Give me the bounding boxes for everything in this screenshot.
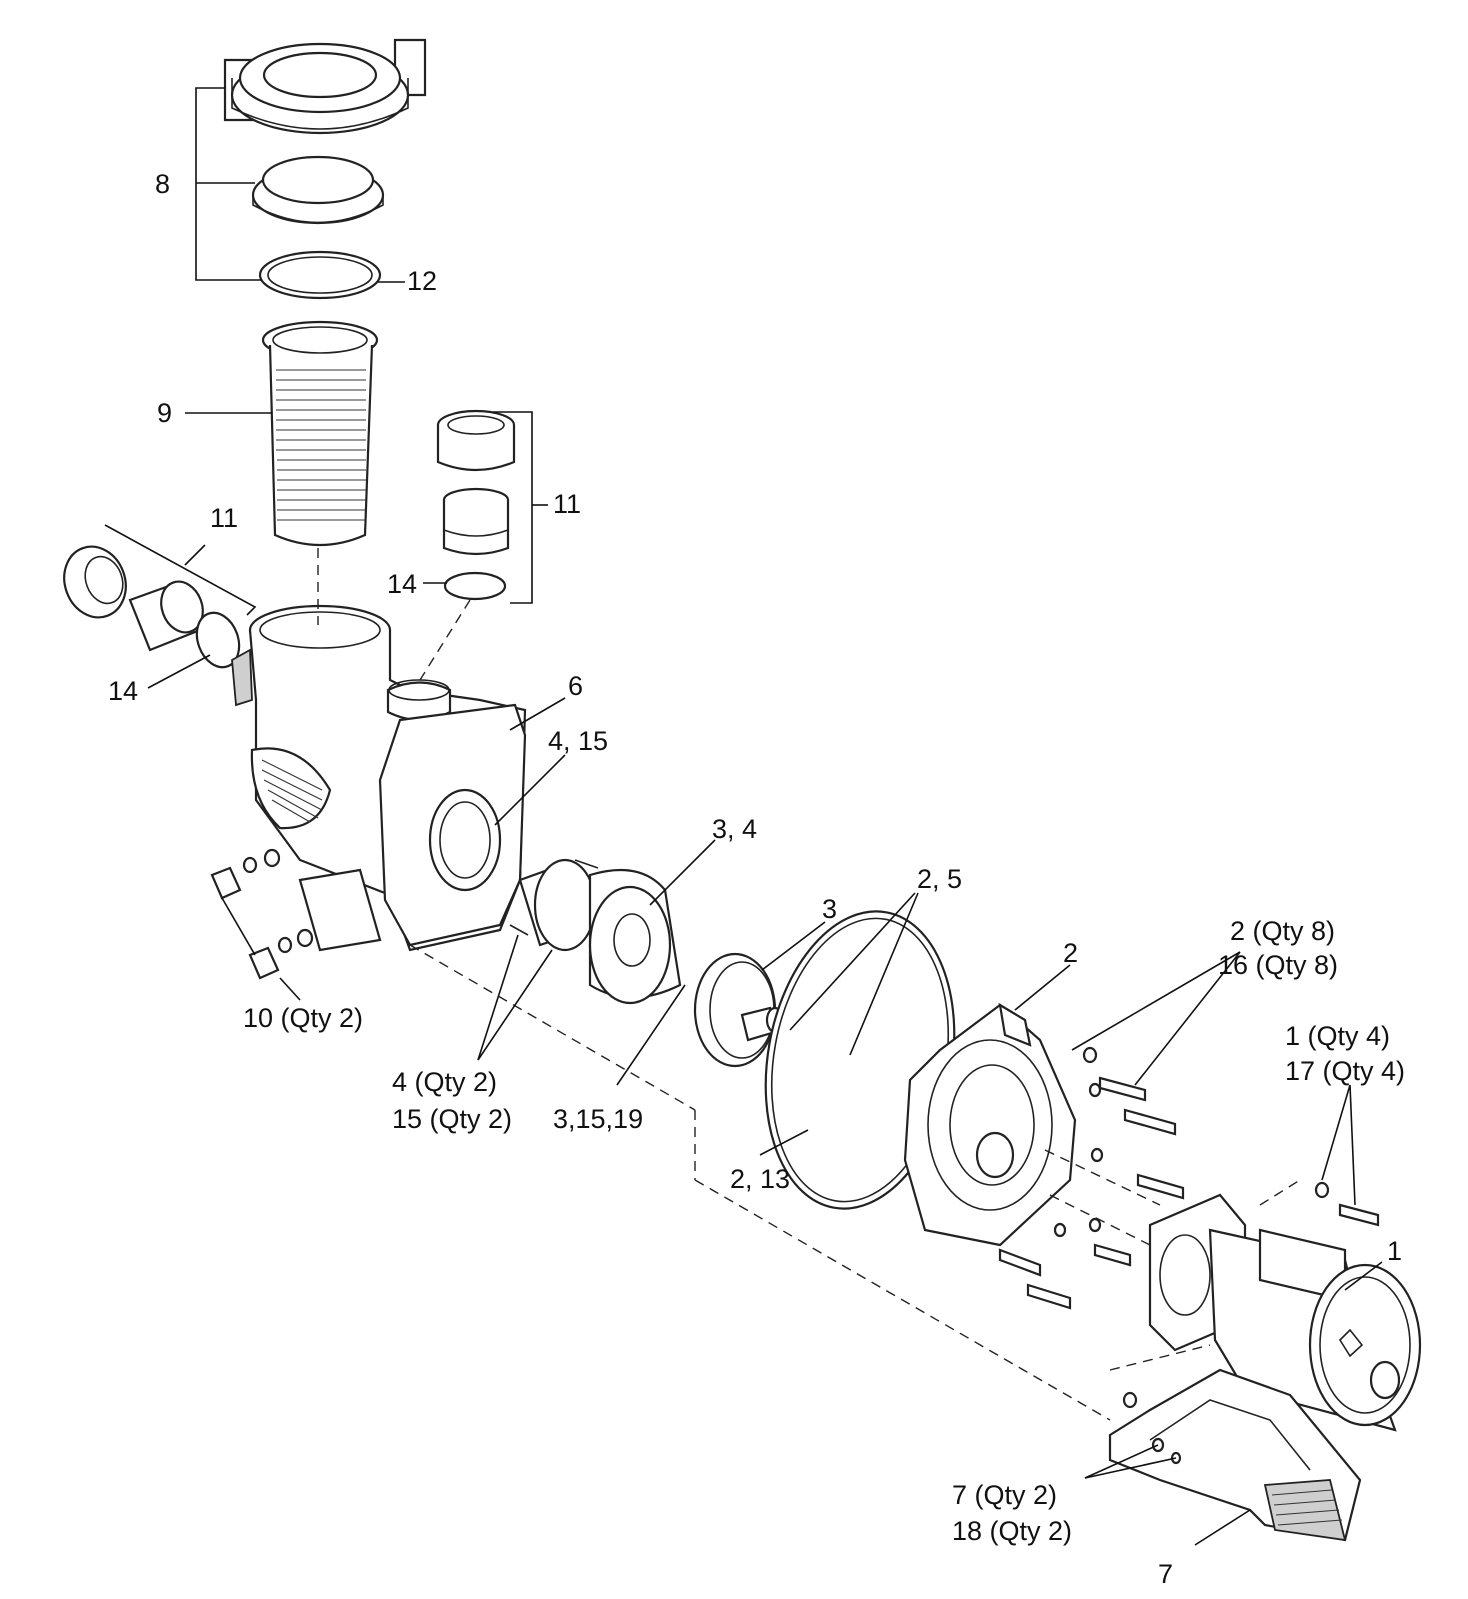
seal-plate-adapter <box>903 1002 1077 1247</box>
label-14-right: 14 <box>387 569 417 599</box>
right-union-o-ring <box>443 571 507 601</box>
label-1: 1 <box>1387 1236 1402 1266</box>
label-3: 3 <box>822 894 837 924</box>
label-10-qty2: 10 (Qty 2) <box>243 1003 363 1033</box>
label-11-left: 11 <box>210 503 238 533</box>
label-3-4: 3, 4 <box>712 814 757 844</box>
label-4-15: 4, 15 <box>548 726 608 756</box>
pump-housing <box>231 604 527 952</box>
lid-cover <box>251 155 385 225</box>
label-11-right: 11 <box>553 489 581 519</box>
lid-o-ring <box>258 250 382 300</box>
label-7: 7 <box>1158 1559 1173 1589</box>
label-2: 2 <box>1063 938 1078 968</box>
label-17-qty4: 17 (Qty 4) <box>1285 1056 1405 1086</box>
drain-plug-lower <box>248 928 314 980</box>
label-2-13: 2, 13 <box>730 1164 790 1194</box>
leader-lines <box>104 87 1383 1546</box>
drain-plug-upper <box>210 848 281 900</box>
motor-base <box>1108 1368 1362 1542</box>
label-8: 8 <box>155 169 170 199</box>
label-4-qty2: 4 (Qty 2) <box>392 1067 497 1097</box>
housing-bolts-and-washers <box>998 1046 1185 1310</box>
motor-bolts-and-washers <box>1314 1181 1380 1227</box>
label-12: 12 <box>407 266 437 296</box>
label-3-15-19: 3,15,19 <box>553 1104 643 1134</box>
left-union-tailpiece <box>128 580 204 652</box>
label-2-5: 2, 5 <box>917 864 962 894</box>
lid-locking-ring <box>223 38 427 135</box>
alignment-dashed-lines <box>317 548 1301 1421</box>
diffuser <box>509 858 682 1005</box>
strainer-basket <box>261 320 379 547</box>
left-union-nut <box>63 545 127 619</box>
label-9: 9 <box>157 398 172 428</box>
left-union-o-ring <box>195 611 241 669</box>
callout-labels: 8 12 9 11 11 14 14 6 4, 15 3, 4 3 2, 5 2… <box>108 169 1405 1589</box>
label-2-qty8: 2 (Qty 8) <box>1230 916 1335 946</box>
label-18-qty2: 18 (Qty 2) <box>952 1516 1072 1546</box>
label-1-qty4: 1 (Qty 4) <box>1285 1021 1390 1051</box>
label-15-qty2: 15 (Qty 2) <box>392 1104 512 1134</box>
label-7-qty2: 7 (Qty 2) <box>952 1480 1057 1510</box>
label-14-left: 14 <box>108 676 138 706</box>
label-16-qty8: 16 (Qty 8) <box>1218 950 1338 980</box>
right-union-nut <box>436 409 516 472</box>
motor <box>1148 1193 1422 1432</box>
right-union-tailpiece <box>442 487 510 556</box>
label-6: 6 <box>568 671 583 701</box>
